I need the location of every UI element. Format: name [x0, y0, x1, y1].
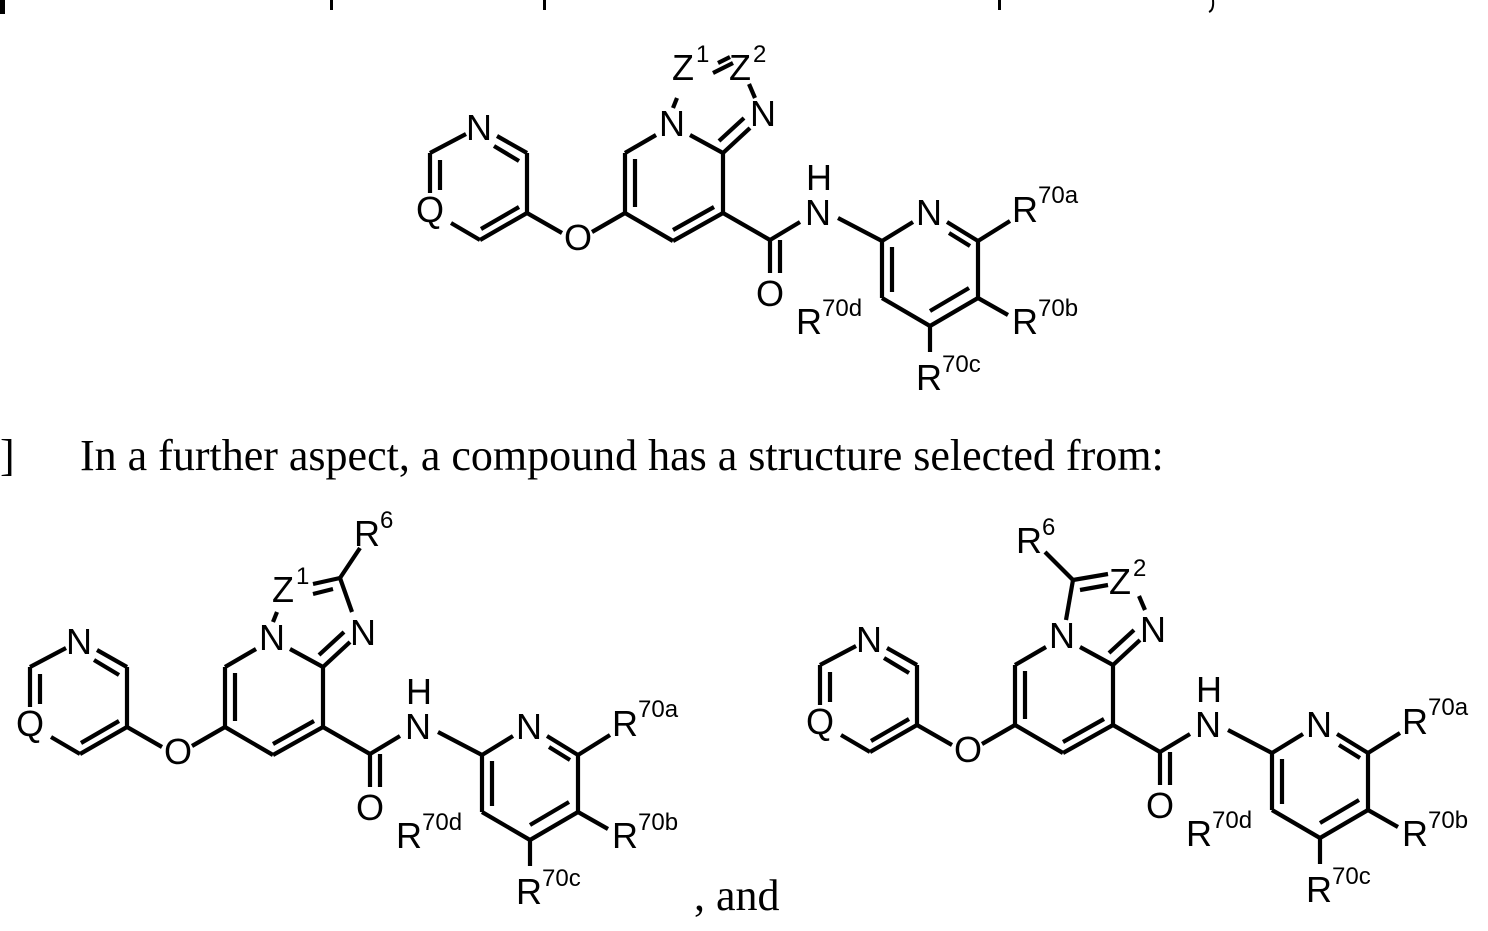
amide-n-label: N: [1195, 704, 1221, 745]
z2-superscript: 2: [753, 41, 766, 68]
z1-label: Z: [672, 47, 694, 88]
paragraph-text: In a further aspect, a compound has a st…: [80, 431, 1164, 480]
carbonyl-o-label: O: [356, 787, 384, 828]
amide-h-label: H: [406, 671, 432, 712]
structure-z2-r6: N Q O N R 6 Z 2 N O N H N R 70a R 70b R …: [806, 514, 1469, 910]
r70d-superscript: 70d: [422, 809, 462, 836]
r70c-label: R: [916, 357, 942, 398]
clipped-top-text: [0, 0, 1215, 14]
ring-n-label: N: [66, 621, 92, 662]
pyridine-n-label: N: [916, 192, 942, 233]
pyridine-n-label: N: [1306, 704, 1332, 745]
structure-z1-r6: N Q O N Z 1 R 6 N O N H N R 70a R 70b R …: [16, 507, 679, 912]
r6-label: R: [354, 513, 380, 554]
amide-h-label: H: [806, 157, 832, 198]
ether-o-label: O: [564, 217, 592, 258]
r70c-superscript: 70c: [942, 351, 981, 378]
azole-n-label: N: [750, 93, 776, 134]
r70b-superscript: 70b: [1428, 807, 1468, 834]
bridge-n-label: N: [1049, 615, 1075, 656]
r70d-superscript: 70d: [1212, 807, 1252, 834]
r70a-label: R: [612, 703, 638, 744]
r70c-label: R: [1306, 869, 1332, 910]
pyridine-n-label: N: [516, 706, 542, 747]
z2-label: Z: [1109, 561, 1131, 602]
conjunction-and: , and: [694, 871, 780, 920]
r70b-superscript: 70b: [1038, 295, 1078, 322]
q-label: Q: [416, 189, 444, 230]
r70d-superscript: 70d: [822, 295, 862, 322]
z1-superscript: 1: [296, 563, 309, 590]
carbonyl-o-label: O: [756, 273, 784, 314]
q-label: Q: [806, 701, 834, 742]
r70a-label: R: [1402, 701, 1428, 742]
r70c-superscript: 70c: [542, 865, 581, 892]
bridge-n-label: N: [659, 103, 685, 144]
paragraph-marker: ]: [0, 431, 15, 480]
r70a-superscript: 70a: [1038, 182, 1079, 209]
z1-label: Z: [272, 569, 294, 610]
amide-n-label: N: [405, 706, 431, 747]
r70a-label: R: [1012, 189, 1038, 230]
r70c-superscript: 70c: [1332, 863, 1371, 890]
azole-n-label: N: [1140, 609, 1166, 650]
amide-h-label: H: [1196, 669, 1222, 710]
ether-o-label: O: [164, 731, 192, 772]
z2-superscript: 2: [1133, 555, 1146, 582]
r70d-label: R: [796, 301, 822, 342]
z1-superscript: 1: [696, 41, 709, 68]
r6-superscript: 6: [1042, 514, 1055, 541]
r70d-label: R: [396, 815, 422, 856]
r70b-label: R: [1402, 813, 1428, 854]
r6-superscript: 6: [380, 507, 393, 534]
amide-n-label: N: [805, 192, 831, 233]
r70a-superscript: 70a: [1428, 694, 1469, 721]
r70b-superscript: 70b: [638, 809, 678, 836]
q-label: Q: [16, 703, 44, 744]
r70a-superscript: 70a: [638, 696, 679, 723]
r70c-label: R: [516, 871, 542, 912]
structure-general: N Q O N Z 1 Z 2 N O N H N R 70a R 70b R …: [416, 41, 1079, 398]
azole-n-label: N: [350, 612, 376, 653]
paragraph: ] In a further aspect, a compound has a …: [0, 431, 1164, 480]
ether-o-label: O: [954, 729, 982, 770]
r70b-label: R: [612, 815, 638, 856]
r70d-label: R: [1186, 813, 1212, 854]
ring-n-label: N: [466, 107, 492, 148]
r6-label: R: [1016, 520, 1042, 561]
z2-label: Z: [729, 47, 751, 88]
carbonyl-o-label: O: [1146, 785, 1174, 826]
r70b-label: R: [1012, 301, 1038, 342]
ring-n-label: N: [856, 619, 882, 660]
bridge-n-label: N: [259, 617, 285, 658]
